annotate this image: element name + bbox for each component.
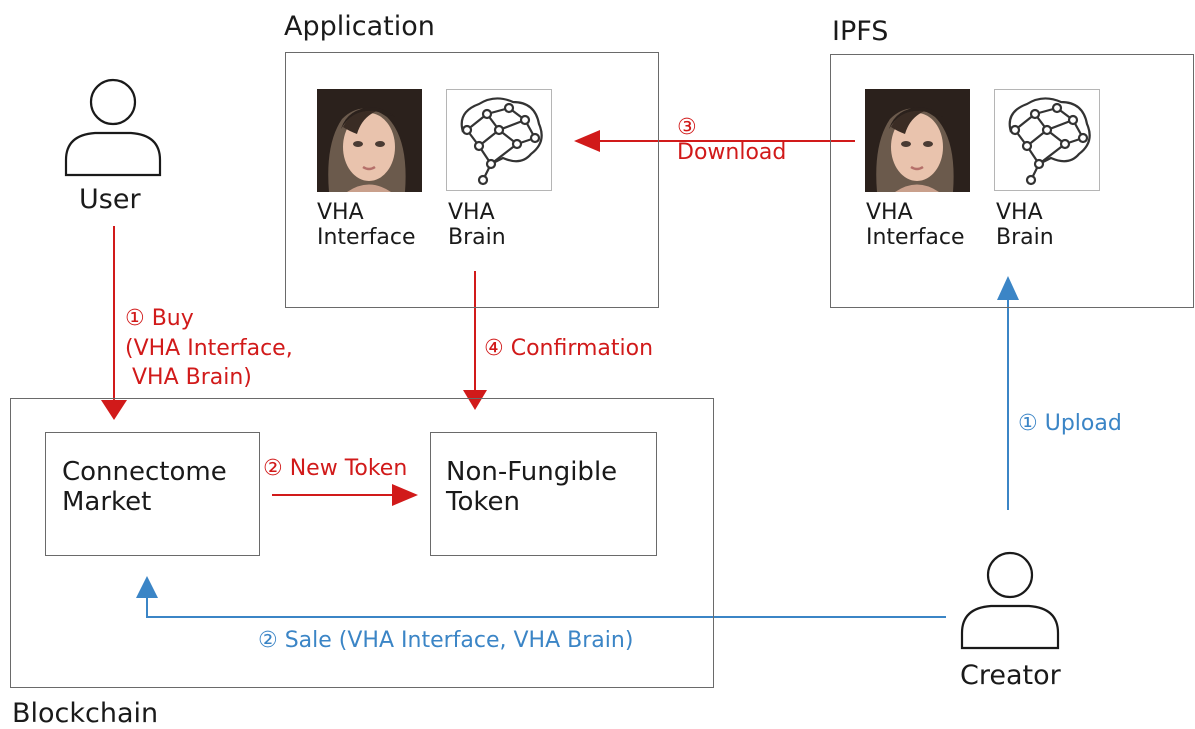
brain-network-icon (460, 97, 543, 186)
confirmation-arrowhead (463, 390, 487, 410)
confirmation-label: ④ Confirmation (484, 336, 654, 361)
nft-label: Non-Fungible Token (446, 457, 618, 517)
new-token-label: ② New Token (263, 456, 408, 481)
connectome-market-label: Connectome Market (62, 457, 227, 517)
sale-arrowhead (136, 576, 158, 598)
ipfs-vha-brain-label: VHA Brain (996, 200, 1054, 251)
ipfs-title: IPFS (832, 16, 889, 47)
application-box (285, 52, 659, 308)
vha-brain-tile (994, 89, 1100, 191)
buy-arrowhead (101, 400, 127, 420)
vha-face-avatar (317, 89, 422, 192)
app-vha-interface-label: VHA Interface (317, 200, 416, 251)
download-arrowhead (574, 130, 600, 152)
ipfs-box (830, 54, 1194, 308)
download-label: ③ Download (677, 115, 787, 166)
blockchain-title: Blockchain (12, 698, 159, 729)
creator-person-icon (960, 551, 1060, 650)
vha-face-avatar (865, 89, 970, 192)
user-label: User (79, 184, 141, 215)
ipfs-vha-interface-label: VHA Interface (866, 200, 965, 251)
nft-node (430, 432, 657, 556)
connectome-market-node (45, 432, 260, 556)
upload-arrowhead (997, 276, 1019, 300)
sale-label: ② Sale (VHA Interface, VHA Brain) (258, 628, 634, 653)
creator-label: Creator (960, 660, 1061, 691)
brain-network-icon (1008, 97, 1091, 186)
buy-label: ① Buy (VHA Interface, VHA Brain) (125, 306, 293, 391)
blockchain-box (10, 398, 714, 688)
application-title: Application (284, 11, 435, 42)
new-token-arrowhead (392, 484, 418, 506)
app-vha-brain-label: VHA Brain (448, 200, 506, 251)
user-person-icon (64, 78, 162, 177)
sale-arrow (146, 593, 946, 618)
upload-label: ① Upload (1018, 411, 1122, 436)
vha-brain-tile (446, 89, 552, 191)
